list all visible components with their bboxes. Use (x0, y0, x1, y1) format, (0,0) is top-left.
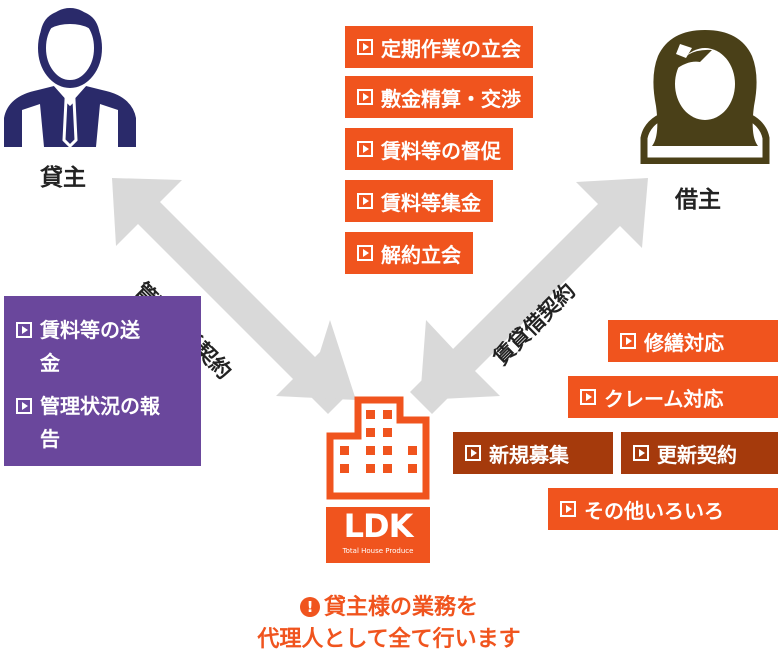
play-checkbox-icon (357, 89, 373, 105)
play-checkbox-icon (16, 398, 32, 414)
play-checkbox-icon (633, 445, 649, 461)
service-new-recruitment: 新規募集 (453, 432, 613, 474)
service-others: その他いろいろ (548, 488, 778, 530)
play-checkbox-icon (16, 322, 32, 338)
play-checkbox-icon (357, 193, 373, 209)
landlord-service-item: 賃料等の送金 (16, 314, 189, 380)
logo-text: LDK (343, 507, 414, 545)
service-repair: 修繕対応 (608, 320, 778, 362)
landlord-label: 貸主 (40, 165, 86, 191)
logo-subtext: Total House Produce (342, 547, 414, 555)
exclamation-icon: ! (299, 597, 320, 617)
building-icon (326, 396, 430, 500)
service-renewal: 更新契約 (621, 432, 778, 474)
service-complaint: クレーム対応 (568, 376, 778, 418)
play-checkbox-icon (465, 445, 481, 461)
tenant-label: 借主 (675, 187, 721, 213)
company-logo: LDK Total House Produce (326, 507, 430, 563)
task-move-out-inspection: 解約立会 (345, 232, 473, 274)
play-checkbox-icon (357, 39, 373, 55)
task-periodic-inspection: 定期作業の立会 (345, 26, 533, 68)
task-rent-collection: 賃料等集金 (345, 180, 493, 222)
male-person-icon (4, 8, 136, 149)
landlord-service-item: 管理状況の報告 (16, 390, 189, 456)
play-checkbox-icon (560, 501, 576, 517)
notice-text: !貸主様の業務を 代理人として全て行います (257, 595, 521, 652)
play-checkbox-icon (357, 141, 373, 157)
play-checkbox-icon (580, 389, 596, 405)
task-rent-reminder: 賃料等の督促 (345, 128, 513, 170)
female-person-icon (640, 30, 770, 164)
play-checkbox-icon (620, 333, 636, 349)
task-deposit-settlement: 敷金精算・交渉 (345, 76, 533, 118)
play-checkbox-icon (357, 245, 373, 261)
landlord-services-box: 賃料等の送金 管理状況の報告 (4, 296, 201, 466)
